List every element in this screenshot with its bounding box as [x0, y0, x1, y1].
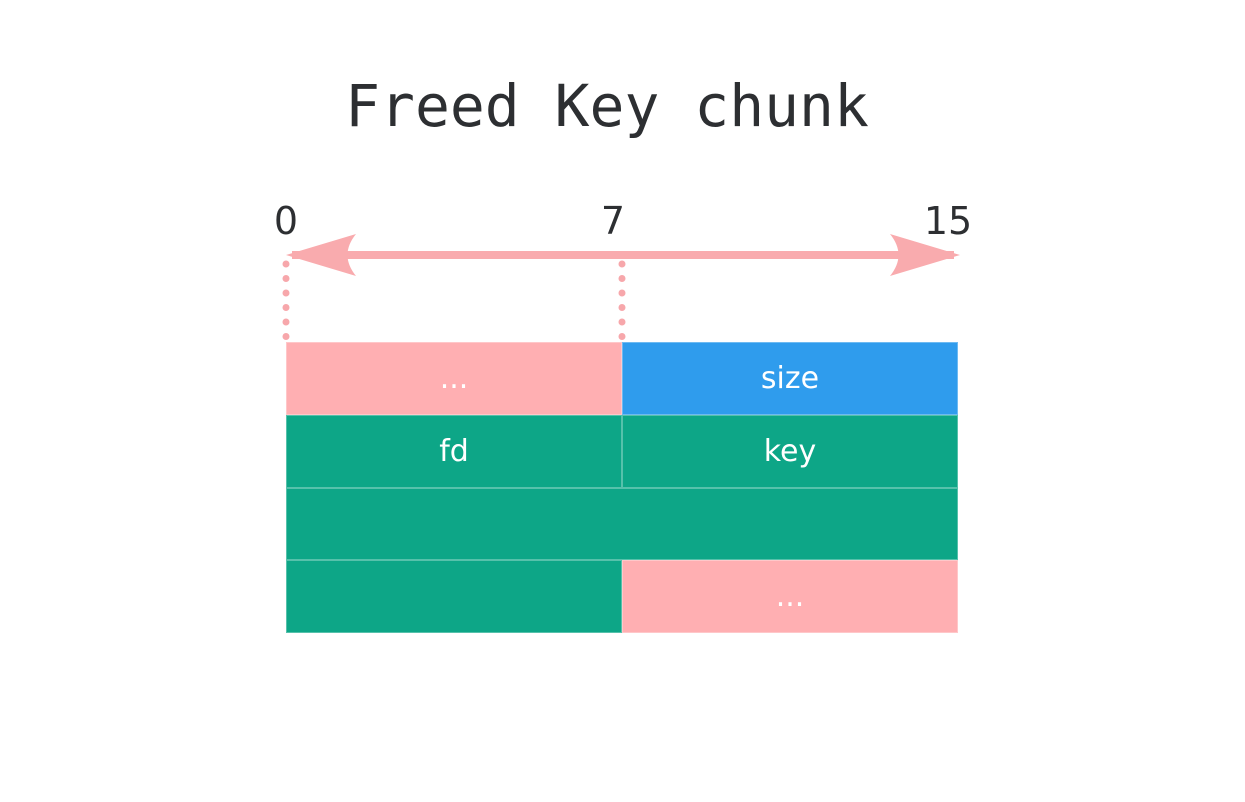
cell-ellipsis-top: ... — [286, 342, 622, 415]
diagram-title: Freed Key chunk — [345, 72, 869, 140]
cell-size: size — [622, 342, 958, 415]
tick-label-7: 7 — [600, 199, 626, 243]
cell-empty-bottom-left — [286, 560, 622, 633]
tick-label-0: 0 — [273, 199, 299, 243]
memory-grid: ... size fd key ... — [286, 342, 958, 633]
cell-ellipsis-bottom: ... — [622, 560, 958, 633]
arrowhead-left-icon — [286, 234, 356, 276]
cell-fd: fd — [286, 414, 622, 488]
cell-empty-full-row — [286, 487, 958, 561]
tick-label-15: 15 — [923, 199, 973, 243]
cell-key: key — [622, 414, 958, 488]
ruler-arrow — [282, 234, 960, 342]
arrowhead-right-icon — [890, 234, 960, 276]
